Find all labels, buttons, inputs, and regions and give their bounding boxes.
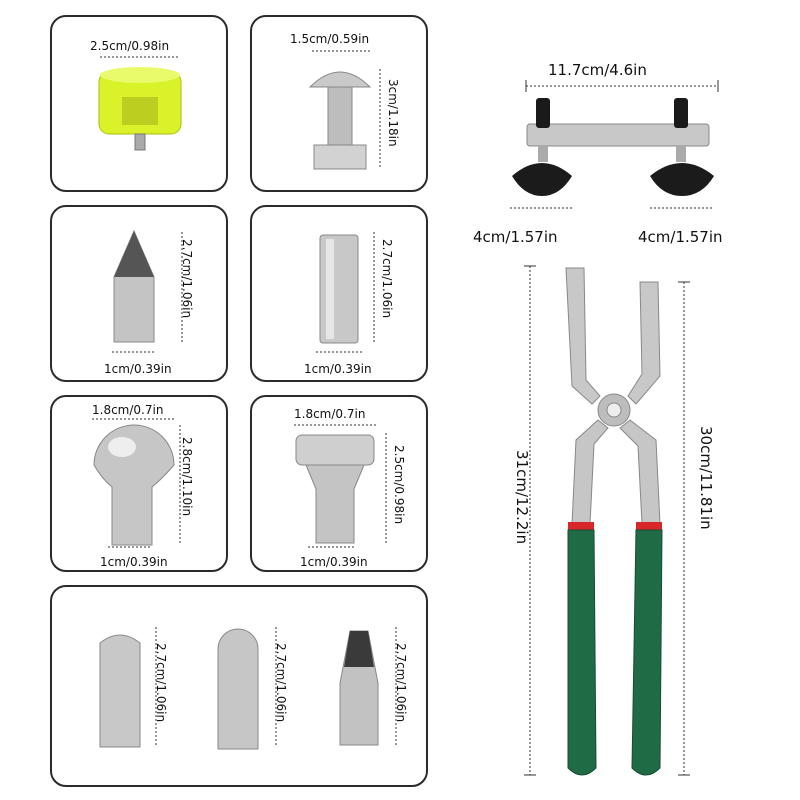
dome-tip-image <box>92 418 181 548</box>
pointed-tip-width-label: 1cm/0.39in <box>104 362 172 376</box>
card-pointed-tip: 2.7cm/1.06in 1cm/0.39in <box>50 205 228 382</box>
bolt-image <box>308 50 381 170</box>
dome-tip-width-label: 1cm/0.39in <box>100 555 168 569</box>
card-flat-tip: 2.7cm/1.06in 1cm/0.39in <box>250 205 428 382</box>
card-bolt: 1.5cm/0.59in 3cm/1.18in <box>250 15 428 192</box>
hammer-tip-image <box>98 56 182 151</box>
card-dome-tip: 1.8cm/0.7in 2.8cm/1.10in 1cm/0.39in <box>50 395 228 572</box>
bridge-left-pad-label: 4cm/1.57in <box>473 228 558 246</box>
dome-tip-top-width-label: 1.8cm/0.7in <box>92 403 164 417</box>
bridge-length-label: 11.7cm/4.6in <box>548 61 647 79</box>
bridge-right-pad-label: 4cm/1.57in <box>638 228 723 246</box>
mushroom-tip-width-label: 1cm/0.39in <box>300 555 368 569</box>
hammer-tip-width-label: 2.5cm/0.98in <box>90 39 170 53</box>
pointed-tip-image <box>112 229 183 353</box>
flat-tip-width-label: 1cm/0.39in <box>304 362 372 376</box>
bolt-width-label: 1.5cm/0.59in <box>290 32 370 46</box>
mushroom-tip-image <box>294 424 387 548</box>
card-mushroom-tip: 1.8cm/0.7in 2.5cm/0.98in 1cm/0.39in <box>250 395 428 572</box>
card-tip-set: 2.7cm/1.06in 2.7cm/1.06in 2.7cm/1.06in <box>50 585 428 787</box>
flat-tip-image <box>316 232 375 353</box>
card-hammer-tip: 2.5cm/0.98in <box>50 15 228 192</box>
tip-set-image <box>99 627 397 750</box>
mushroom-tip-top-width-label: 1.8cm/0.7in <box>294 407 366 421</box>
